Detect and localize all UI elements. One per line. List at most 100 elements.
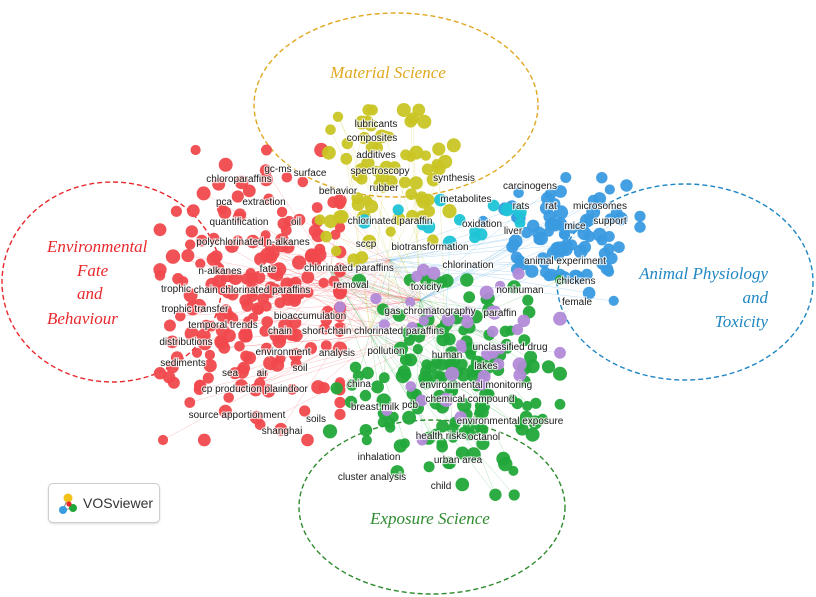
network-node xyxy=(487,348,499,359)
vosviewer-logo-text: VOSviewer xyxy=(83,495,154,511)
network-node xyxy=(484,389,495,399)
network-node xyxy=(392,212,406,226)
cluster-title-animal-line-0: Animal Physiology xyxy=(638,264,768,283)
network-edge xyxy=(371,206,391,261)
cluster-titles: Material ScienceEnvironmentalFateandBeha… xyxy=(46,63,769,528)
network-node xyxy=(153,263,167,277)
term-label: sccp xyxy=(356,239,377,250)
network-node xyxy=(264,250,278,264)
network-node xyxy=(405,296,416,308)
network-edge xyxy=(323,282,371,331)
cluster-title-animal-line-1: and xyxy=(743,288,769,307)
term-label: octanol xyxy=(468,432,500,443)
network-node xyxy=(422,220,436,234)
network-edge xyxy=(260,258,446,331)
network-edge xyxy=(375,298,446,331)
network-node xyxy=(487,305,502,320)
network-node xyxy=(567,222,578,234)
term-label: short-chain chlorinated paraffins xyxy=(302,326,444,337)
network-node xyxy=(487,325,499,338)
term-label: source apportionment xyxy=(189,410,286,421)
network-node xyxy=(515,422,529,436)
term-label: n-alkanes xyxy=(198,266,241,277)
network-node xyxy=(467,363,481,378)
term-label: human xyxy=(432,350,463,361)
network-node xyxy=(479,285,494,300)
network-node xyxy=(406,209,419,223)
network-node xyxy=(200,319,213,332)
network-node xyxy=(274,297,286,309)
network-node xyxy=(434,371,448,384)
network-node xyxy=(396,103,411,117)
network-node xyxy=(447,355,460,368)
network-node xyxy=(422,193,435,207)
network-node xyxy=(596,172,608,184)
term-label: paraffin xyxy=(483,308,516,319)
network-node xyxy=(234,341,245,352)
term-label: gc-ms xyxy=(264,164,291,175)
network-node xyxy=(463,342,478,356)
network-node xyxy=(415,210,429,225)
network-node xyxy=(553,366,567,381)
term-label: child xyxy=(431,481,452,492)
network-node xyxy=(409,145,424,160)
cluster-title-material-line-0: Material Science xyxy=(329,63,446,82)
term-label: composites xyxy=(347,133,398,144)
network-node xyxy=(301,433,314,447)
network-node xyxy=(341,137,353,150)
network-node xyxy=(522,294,534,306)
network-node xyxy=(453,214,466,226)
network-node xyxy=(333,285,347,299)
cluster-title-environmental-line-0: Environmental xyxy=(46,237,148,256)
network-node xyxy=(400,149,411,161)
term-label: extraction xyxy=(242,197,285,208)
network-node xyxy=(318,323,331,335)
network-node xyxy=(554,346,566,359)
network-node xyxy=(461,316,474,329)
network-edge xyxy=(389,244,515,261)
network-node xyxy=(183,288,198,303)
term-label: removal xyxy=(333,280,369,291)
network-node xyxy=(554,185,567,198)
network-node xyxy=(420,150,431,161)
network-node xyxy=(442,235,457,250)
network-node xyxy=(272,262,287,277)
network-node xyxy=(204,349,215,360)
network-node xyxy=(370,293,382,305)
term-label: pollution xyxy=(367,346,404,357)
network-node xyxy=(614,211,628,226)
network-node xyxy=(197,433,211,447)
network-node xyxy=(476,436,490,450)
network-edge xyxy=(350,329,446,403)
network-node xyxy=(463,291,476,304)
network-edge xyxy=(419,299,496,495)
term-label: lubricants xyxy=(355,119,398,130)
network-node xyxy=(334,301,346,313)
network-edge xyxy=(389,259,462,345)
network-edge xyxy=(329,257,612,271)
network-node xyxy=(447,432,459,443)
network-edge xyxy=(346,158,371,331)
network-node xyxy=(259,325,271,337)
network-node xyxy=(218,157,233,172)
node-layer xyxy=(153,103,646,501)
network-node xyxy=(297,176,309,188)
network-node xyxy=(441,312,456,327)
network-node xyxy=(553,311,567,326)
network-node xyxy=(218,206,232,220)
network-node xyxy=(586,205,601,219)
network-node xyxy=(443,456,456,470)
network-node xyxy=(361,156,375,170)
network-node xyxy=(538,258,550,269)
term-label: behavior xyxy=(319,186,358,197)
network-node xyxy=(232,235,244,247)
network-node xyxy=(634,221,646,233)
network-node xyxy=(399,353,412,366)
network-edge xyxy=(277,259,391,366)
network-node xyxy=(185,225,198,238)
term-label: metabolites xyxy=(440,194,491,205)
network-node xyxy=(522,400,533,412)
network-node xyxy=(388,161,401,174)
network-node xyxy=(203,359,217,373)
network-node xyxy=(537,413,548,425)
